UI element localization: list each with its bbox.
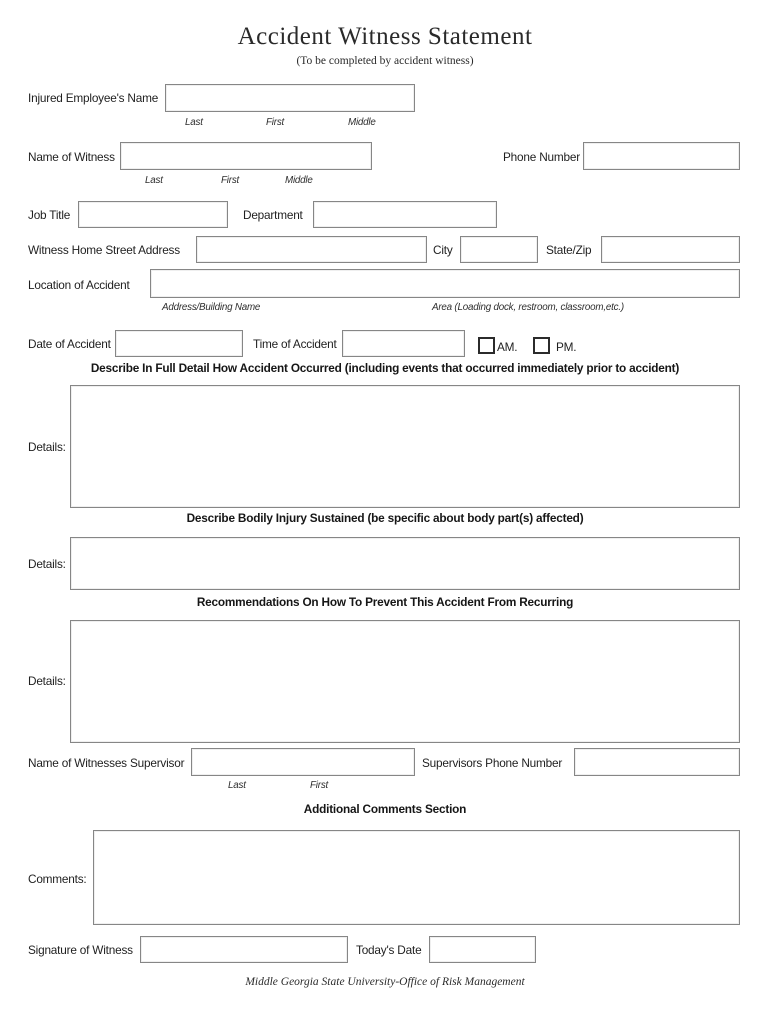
job-title-input[interactable] [78, 201, 228, 228]
pm-checkbox[interactable] [533, 337, 550, 354]
signature-label: Signature of Witness [28, 943, 133, 957]
injured-name-input[interactable] [165, 84, 415, 112]
supervisor-phone-input[interactable] [574, 748, 740, 776]
am-label: AM. [497, 340, 518, 354]
supervisor-name-input[interactable] [191, 748, 415, 776]
witness-name-hint-last: Last [145, 175, 163, 186]
time-of-accident-label: Time of Accident [253, 337, 337, 351]
department-input[interactable] [313, 201, 497, 228]
comments-textarea[interactable] [93, 830, 740, 925]
describe-accident-details-label: Details: [28, 440, 66, 454]
date-of-accident-input[interactable] [115, 330, 243, 357]
todays-date-label: Today's Date [356, 943, 422, 957]
witness-name-label: Name of Witness [28, 150, 115, 164]
comments-label: Comments: [28, 872, 87, 886]
recommendations-textarea[interactable] [70, 620, 740, 743]
witness-name-input[interactable] [120, 142, 372, 170]
job-title-label: Job Title [28, 208, 71, 222]
phone-number-label: Phone Number [503, 150, 580, 164]
recommendations-details-label: Details: [28, 674, 66, 688]
bodily-injury-textarea[interactable] [70, 537, 740, 590]
city-input[interactable] [460, 236, 538, 263]
time-of-accident-input[interactable] [342, 330, 465, 357]
pm-label: PM. [556, 340, 577, 354]
city-label: City [433, 243, 453, 257]
bodily-injury-details-label: Details: [28, 557, 66, 571]
form-subtitle: (To be completed by accident witness) [296, 55, 474, 67]
am-checkbox[interactable] [478, 337, 495, 354]
signature-input[interactable] [140, 936, 348, 963]
home-address-label: Witness Home Street Address [28, 243, 180, 257]
location-hint-building: Address/Building Name [162, 302, 261, 313]
department-label: Department [243, 208, 303, 222]
location-label: Location of Accident [28, 278, 130, 292]
bodily-injury-heading: Describe Bodily Injury Sustained (be spe… [186, 511, 584, 525]
injured-name-label: Injured Employee's Name [28, 91, 159, 105]
location-input[interactable] [150, 269, 740, 298]
injured-name-hint-last: Last [185, 117, 203, 128]
todays-date-input[interactable] [429, 936, 536, 963]
phone-number-input[interactable] [583, 142, 740, 170]
additional-comments-heading: Additional Comments Section [303, 802, 467, 816]
witness-name-hint-first: First [221, 175, 240, 186]
describe-accident-heading: Describe In Full Detail How Accident Occ… [90, 361, 680, 375]
injured-name-hint-middle: Middle [348, 117, 376, 128]
supervisor-phone-label: Supervisors Phone Number [422, 756, 563, 770]
date-of-accident-label: Date of Accident [28, 337, 111, 351]
form-title: Accident Witness Statement [237, 23, 533, 50]
supervisor-name-label: Name of Witnesses Supervisor [28, 756, 185, 770]
describe-accident-textarea[interactable] [70, 385, 740, 508]
home-address-input[interactable] [196, 236, 427, 263]
recommendations-heading: Recommendations On How To Prevent This A… [196, 595, 574, 609]
location-hint-area: Area (Loading dock, restroom, classroom,… [432, 302, 624, 313]
state-zip-input[interactable] [601, 236, 740, 263]
state-zip-label: State/Zip [546, 243, 592, 257]
supervisor-hint-first: First [310, 780, 329, 791]
footer-org-line: Middle Georgia State University-Office o… [245, 976, 525, 988]
witness-name-hint-middle: Middle [285, 175, 313, 186]
injured-name-hint-first: First [266, 117, 285, 128]
supervisor-hint-last: Last [228, 780, 246, 791]
